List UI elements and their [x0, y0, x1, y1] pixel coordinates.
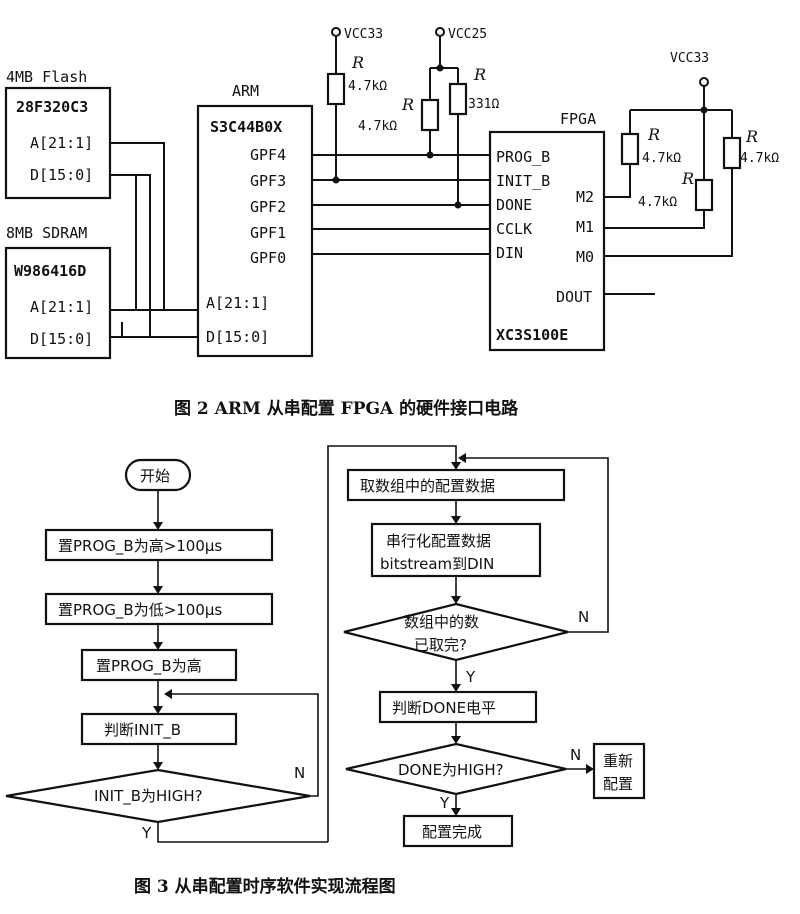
arm-pin-gpf0: GPF0: [250, 249, 286, 267]
fpga-pin-m0: M0: [576, 248, 594, 266]
flow-decision2-no: N: [578, 608, 589, 626]
flow-step5-label: 取数组中的配置数据: [360, 477, 495, 495]
figure2-circuit: 4MB Flash 28F320C3 A[21:1] D[15:0] 8MB S…: [4, 27, 779, 419]
arm-chip-name: S3C44B0X: [210, 118, 282, 136]
flow-step1: [44, 528, 274, 562]
flow-step6-label-line2: bitstream到DIN: [380, 555, 494, 573]
resistor-label-m0: R: [745, 127, 758, 146]
flow-decision1-yes: Y: [141, 824, 152, 842]
sdram-chip-box: [4, 246, 112, 360]
flow-step5: [346, 468, 566, 502]
resistor-value-m1: 4.7kΩ: [638, 195, 677, 210]
flow-decision2-label-line2: 已取完?: [414, 636, 467, 654]
fpga-pin-init-b: INIT_B: [496, 172, 550, 190]
resistor-label-m2: R: [647, 125, 660, 144]
arm-pin-d: D[15:0]: [206, 328, 269, 346]
resistor-pullup-prog: [420, 98, 440, 132]
resistor-value-r1: 4.7kΩ: [348, 79, 387, 94]
resistor-label-r3: R: [473, 65, 486, 84]
resistor-m2: [620, 132, 640, 166]
resistor-value-m2: 4.7kΩ: [642, 151, 681, 166]
flow-step7-label: 判断DONE电平: [392, 699, 496, 717]
flash-chip-name: 28F320C3: [16, 98, 88, 116]
flow-step4-label: 判断INIT_B: [104, 721, 181, 740]
gpio-signal-wires: [312, 154, 490, 255]
fpga-pin-dout: DOUT: [556, 288, 592, 306]
fpga-pin-done: DONE: [496, 196, 532, 214]
vcc25-rail: VCC25 R 331Ω R 4.7kΩ: [358, 27, 499, 209]
vcc25-label: VCC25: [448, 27, 487, 42]
flow-decision2-yes: Y: [465, 668, 476, 686]
flow-reconfig: [592, 742, 646, 800]
figure3-flowchart: 开始 置PROG_B为高>100μs 置PROG_B为低>100μs 置PROG…: [5, 445, 646, 897]
flow-step6-label-line1: 串行化配置数据: [386, 532, 491, 550]
vcc33-left-label: VCC33: [344, 27, 383, 42]
flow-done: [402, 814, 514, 848]
flow-step2-label: 置PROG_B为低>100μs: [58, 601, 222, 620]
flash-pin-d: D[15:0]: [30, 166, 93, 184]
flow-decision3-label: DONE为HIGH?: [398, 761, 504, 779]
vcc33-right-rail: VCC33 R 4.7kΩ R 4.7kΩ R 4.7kΩ: [604, 51, 779, 295]
resistor-value-r2: 4.7kΩ: [358, 119, 397, 134]
vcc33-left-rail: VCC33 R 4.7kΩ: [326, 27, 387, 184]
fpga-pin-cclk: CCLK: [496, 220, 532, 238]
flow-step2: [44, 592, 274, 626]
resistor-m0: [722, 136, 742, 170]
arm-pin-gpf1: GPF1: [250, 224, 286, 242]
arm-pin-gpf3: GPF3: [250, 172, 286, 190]
fpga-chip-name: XC3S100E: [496, 326, 568, 344]
arm-chip-box: [196, 104, 314, 358]
arm-pin-gpf4: GPF4: [250, 146, 286, 164]
resistor-label-m1: R: [681, 169, 694, 188]
flow-reconfig-label-line1: 重新: [603, 752, 633, 770]
flow-step7: [378, 690, 538, 724]
flow-decision2-label-line1: 数组中的数: [404, 613, 479, 631]
flow-step1-label: 置PROG_B为高>100μs: [58, 537, 222, 556]
fpga-pin-m1: M1: [576, 218, 594, 236]
sdram-title: 8MB SDRAM: [6, 224, 87, 242]
resistor-pullup-init: [326, 72, 346, 106]
resistor-label-r1: R: [351, 53, 364, 72]
fpga-pin-prog-b: PROG_B: [496, 148, 550, 166]
resistor-value-m0: 4.7kΩ: [740, 151, 779, 166]
flow-step4: [80, 712, 238, 746]
arm-pin-gpf2: GPF2: [250, 198, 286, 216]
flow-decision3-yes: Y: [439, 794, 450, 812]
vcc33-right-label: VCC33: [670, 51, 709, 66]
fpga-pin-m2: M2: [576, 188, 594, 206]
flow-decision1-label: INIT_B为HIGH?: [94, 787, 203, 806]
resistor-m1: [694, 178, 714, 212]
figure3-caption: 图 3 从串配置时序软件实现流程图: [134, 876, 396, 897]
resistor-label-r2: R: [401, 95, 414, 114]
arm-title: ARM: [232, 82, 259, 100]
resistor-value-r3: 331Ω: [468, 97, 499, 112]
flow-reconfig-label-line2: 配置: [603, 775, 633, 793]
flow-start-label: 开始: [140, 467, 170, 485]
figure2-caption: 图 2 ARM 从串配置 FPGA 的硬件接口电路: [174, 398, 519, 419]
flash-pin-a: A[21:1]: [30, 134, 93, 152]
flow-step3: [80, 648, 238, 682]
fpga-chip-box: [488, 130, 606, 352]
flow-step3-label: 置PROG_B为高: [96, 657, 202, 676]
flow-decision1-no: N: [294, 764, 305, 782]
resistor-pullup-done: [448, 82, 468, 116]
sdram-pin-a: A[21:1]: [30, 298, 93, 316]
fpga-title: FPGA: [560, 110, 596, 128]
flash-title: 4MB Flash: [6, 68, 87, 86]
arm-pin-a: A[21:1]: [206, 294, 269, 312]
flash-chip-box: [4, 86, 112, 200]
memory-bus-wires: [110, 142, 198, 338]
sdram-chip-name: W986416D: [14, 262, 86, 280]
fpga-pin-din: DIN: [496, 244, 523, 262]
sdram-pin-d: D[15:0]: [30, 330, 93, 348]
flow-done-label: 配置完成: [422, 823, 482, 841]
flow-decision3-no: N: [570, 746, 581, 764]
